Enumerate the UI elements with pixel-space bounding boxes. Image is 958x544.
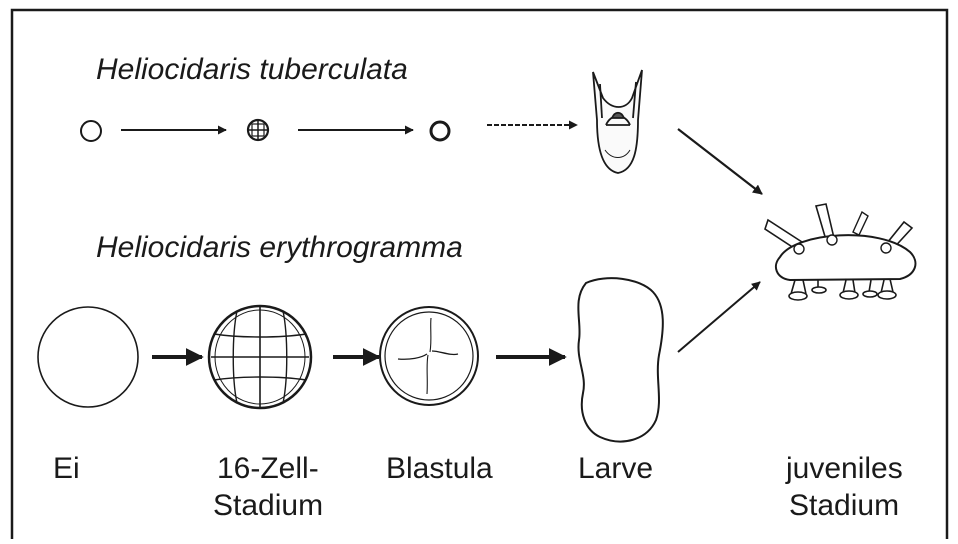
- label-sixteen-cell-line1: 16-Zell-: [217, 452, 319, 485]
- bottom-egg: [38, 307, 138, 407]
- bottom-to-juvenile-arrow: [678, 282, 760, 352]
- label-juvenile-line1: juveniles: [785, 452, 903, 485]
- juvenile-urchin: [765, 204, 915, 300]
- top-pluteus-larva: [593, 70, 642, 173]
- species-title-bottom: Heliocidaris erythrogramma: [96, 231, 463, 264]
- label-egg: Ei: [53, 452, 80, 485]
- top-sixteen-cell: [248, 120, 268, 140]
- top-egg: [81, 121, 101, 141]
- label-sixteen-cell-line2: Stadium: [213, 489, 323, 522]
- top-to-juvenile-arrow: [678, 129, 762, 194]
- label-blastula: Blastula: [386, 452, 493, 485]
- bottom-blastula: [380, 307, 478, 405]
- bottom-sixteen-cell: [209, 306, 311, 408]
- bottom-larva: [578, 278, 663, 441]
- top-blastula: [431, 122, 449, 140]
- label-larva: Larve: [578, 452, 653, 485]
- species-title-top: Heliocidaris tuberculata: [96, 53, 408, 86]
- label-juvenile-line2: Stadium: [789, 489, 899, 522]
